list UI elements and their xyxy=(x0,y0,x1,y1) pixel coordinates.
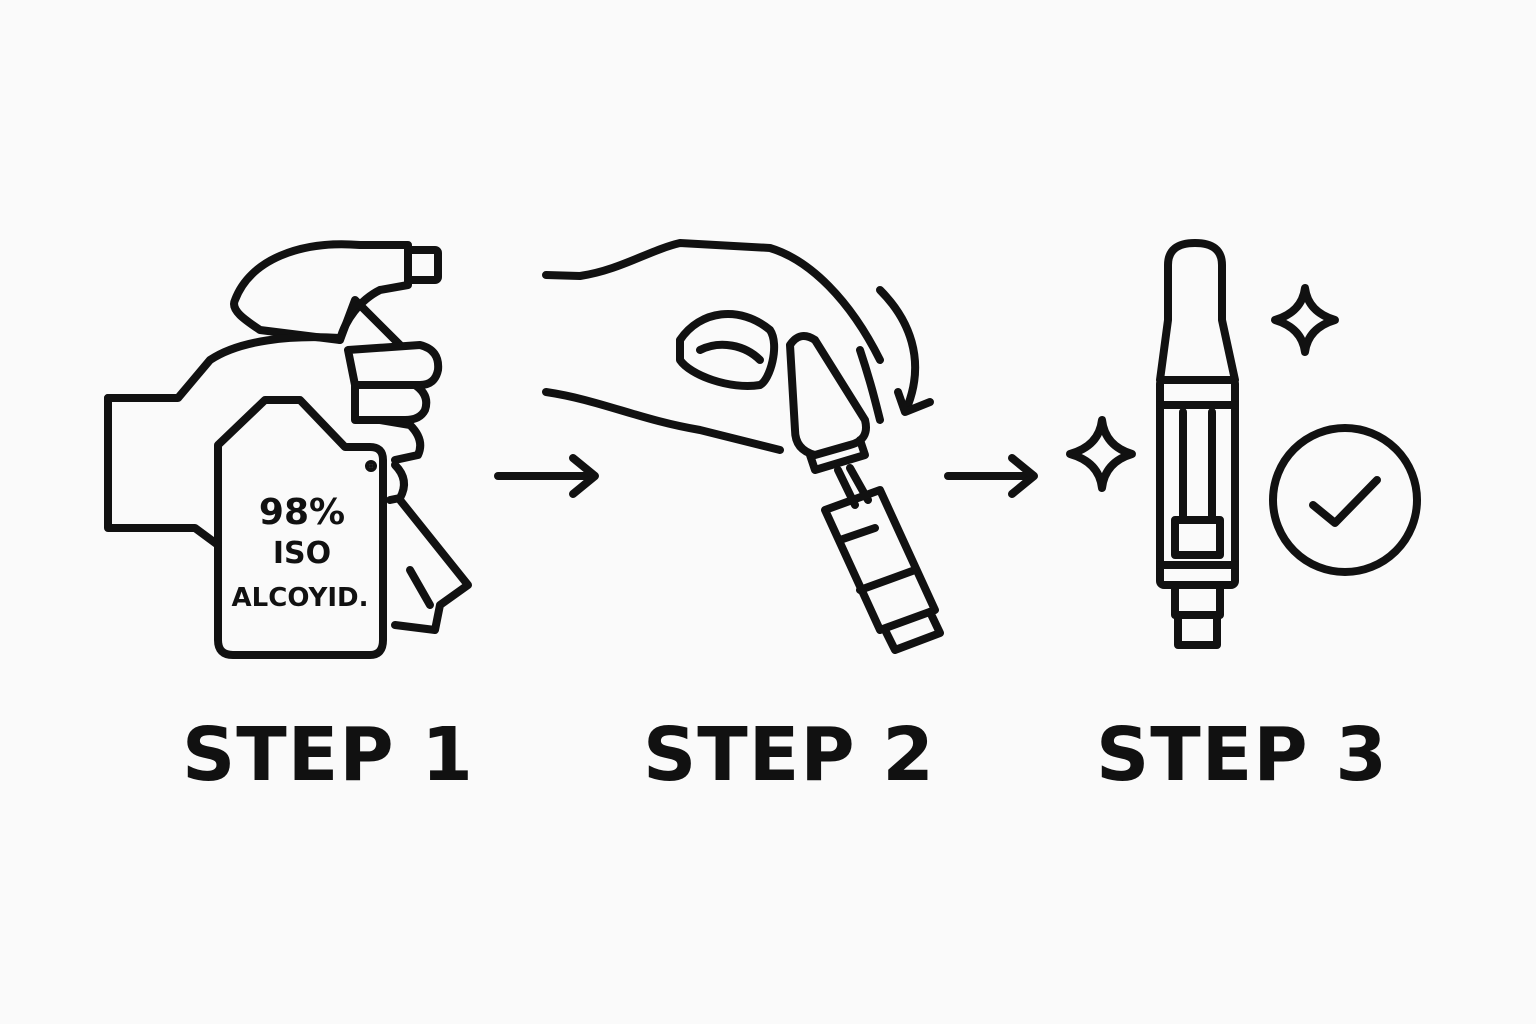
sparkle-icon xyxy=(1066,284,1339,492)
step-3-label: STEP 3 xyxy=(1096,712,1388,798)
step-1-label: STEP 1 xyxy=(182,712,474,798)
step-2-label: STEP 2 xyxy=(643,712,935,798)
check-circle-icon xyxy=(1269,424,1421,576)
clean-cartridge-icon xyxy=(1156,239,1239,649)
bottle-label-iso: ISO xyxy=(273,536,331,571)
arrow-right-icon xyxy=(494,454,599,498)
bottle-label-alcohol: ALCOYID. xyxy=(232,583,369,613)
hand-twisting-cartridge-icon xyxy=(542,239,944,654)
arrow-right-icon xyxy=(944,454,1038,498)
spray-bottle-hand-icon xyxy=(104,240,472,659)
bottle-label-percent: 98% xyxy=(259,492,345,533)
